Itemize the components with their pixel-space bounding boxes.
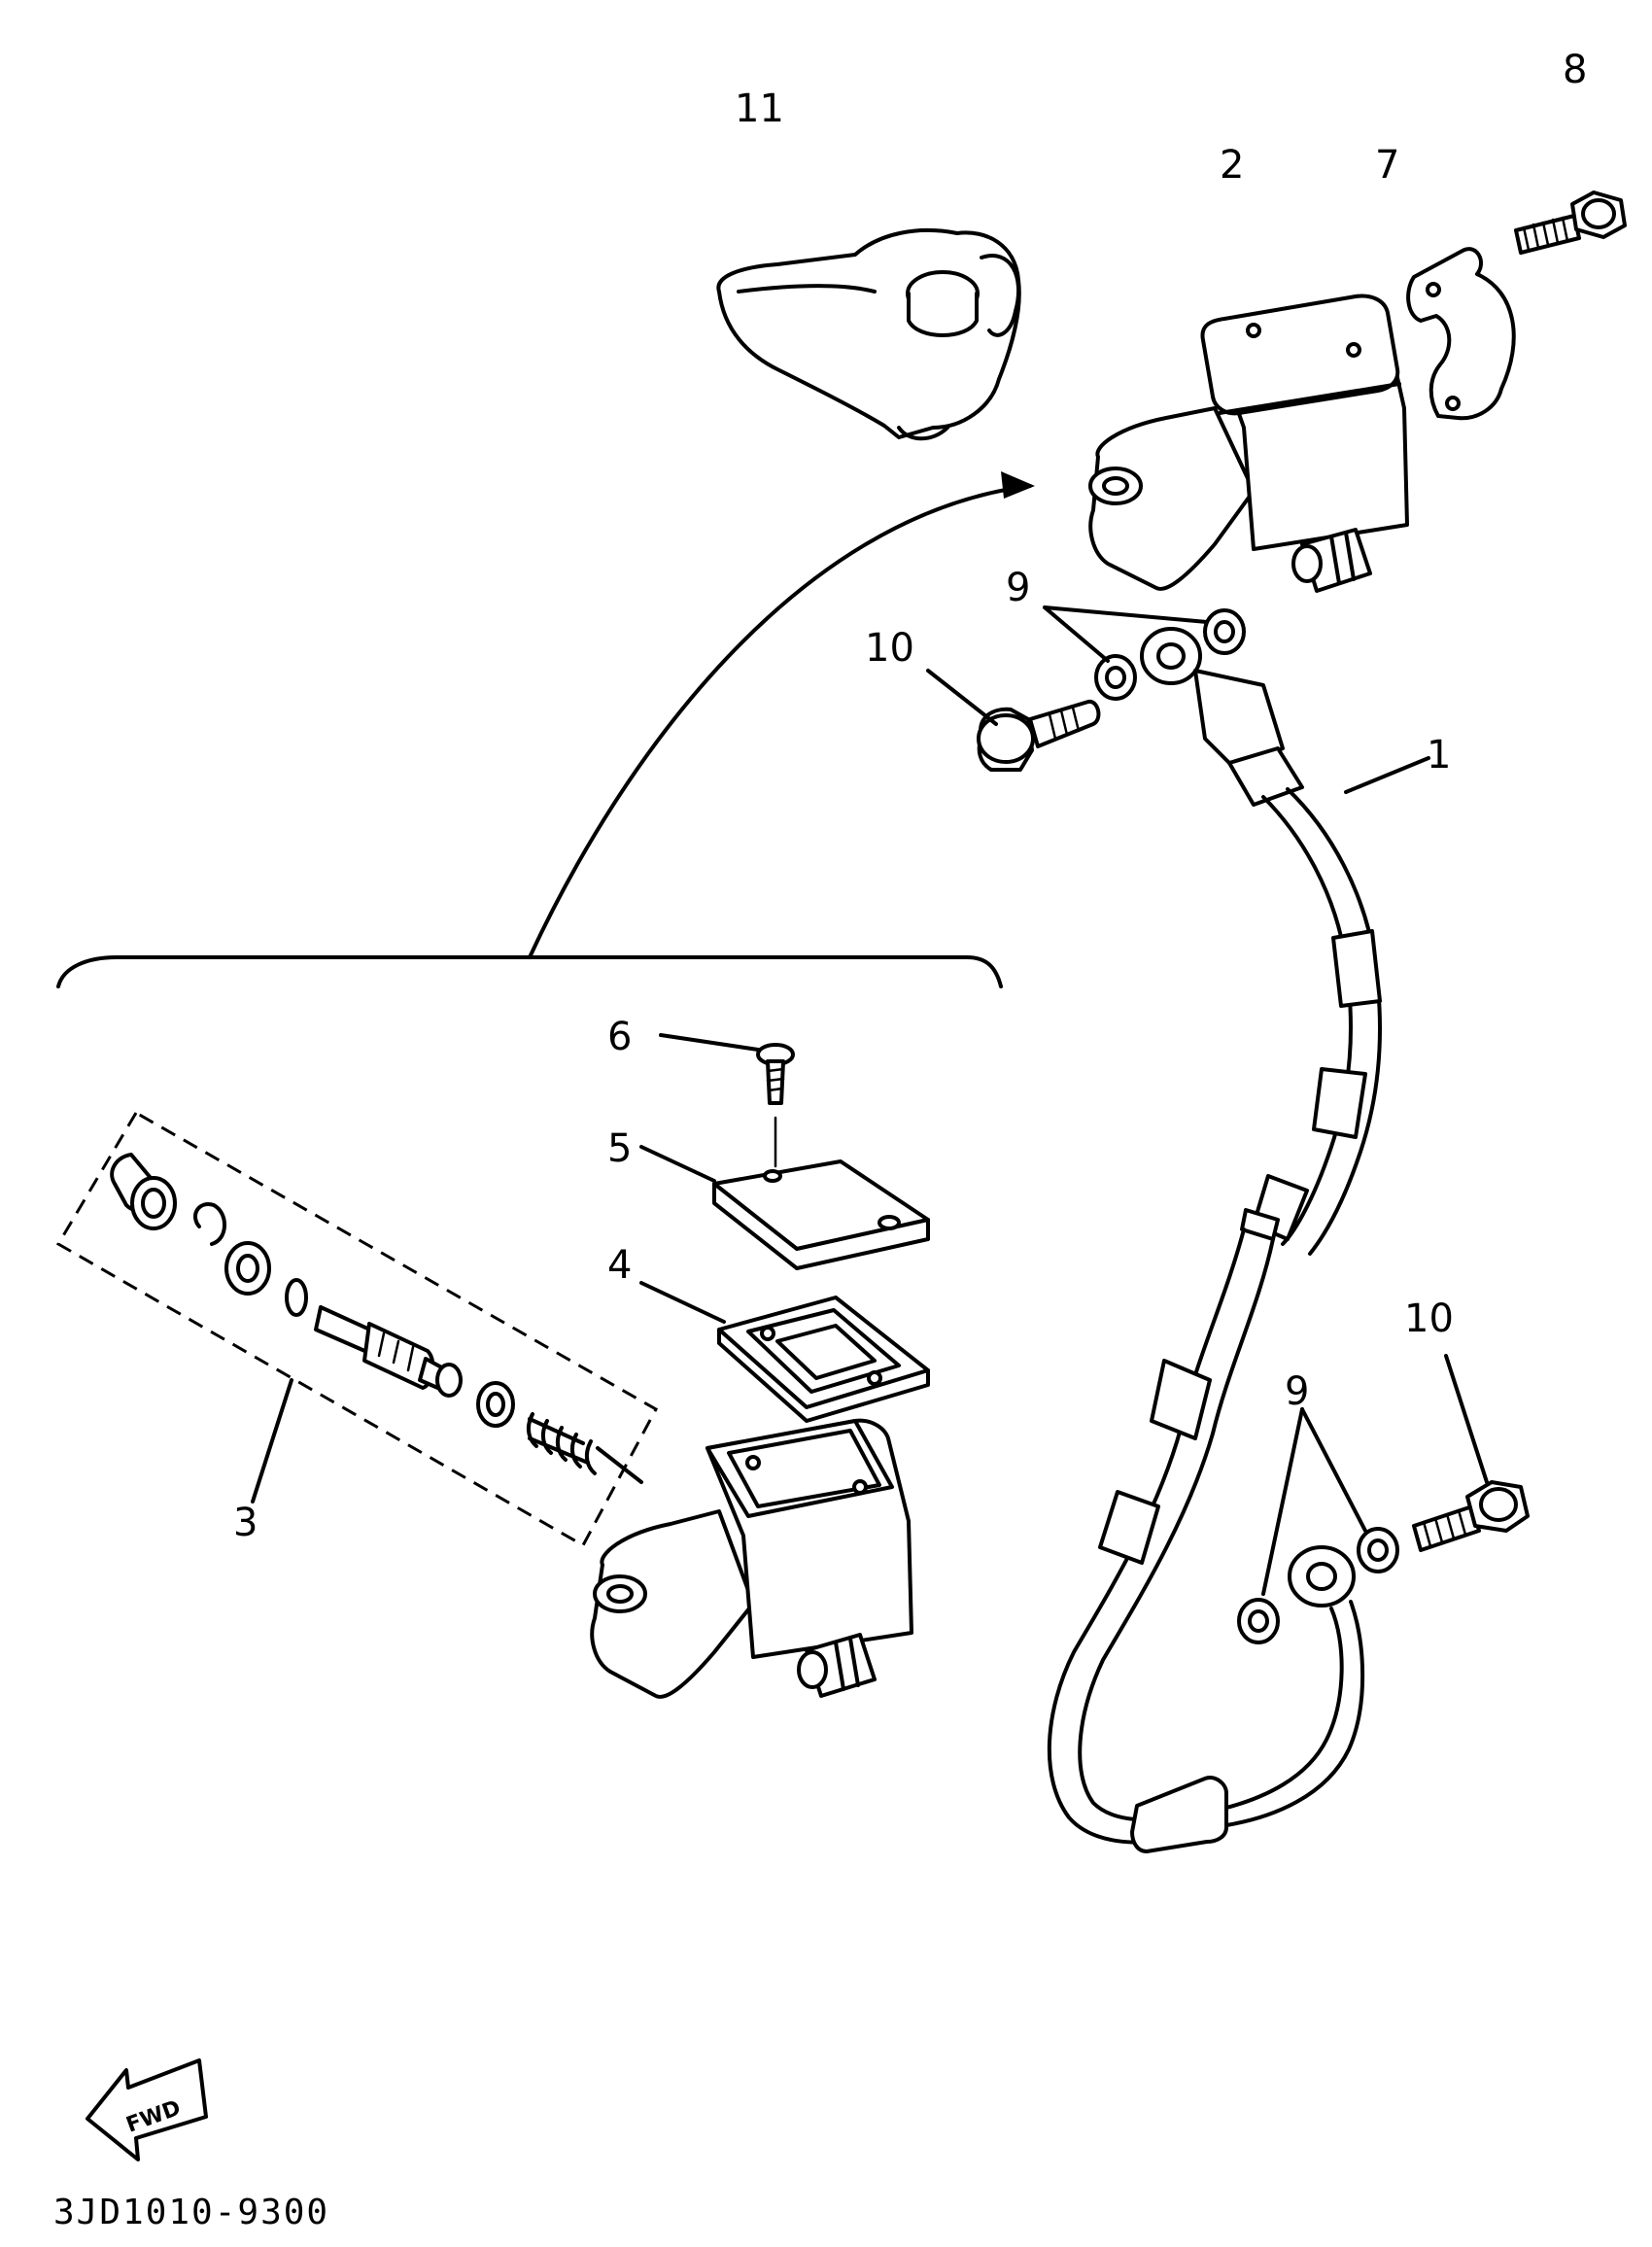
callout-9-lower: 9 xyxy=(1285,1369,1309,1414)
part-2-master-cylinder xyxy=(528,294,1409,959)
callout-10-lower: 10 xyxy=(1404,1296,1454,1341)
part-7-clamp-holder xyxy=(1406,247,1516,421)
callout-9-upper: 9 xyxy=(1006,566,1030,610)
callout-1: 1 xyxy=(1427,733,1451,778)
part-3-piston-kit xyxy=(55,1110,659,1548)
part-9-washers-upper xyxy=(1043,605,1246,701)
part-11-lever-cover xyxy=(716,227,1021,441)
part-1-brake-hose xyxy=(1047,627,1430,1853)
part-5-cap-plate xyxy=(639,1145,930,1270)
callout-11: 11 xyxy=(735,86,784,131)
fwd-direction-arrow: FWD xyxy=(86,2058,208,2161)
callout-6: 6 xyxy=(607,1015,632,1059)
callout-7: 7 xyxy=(1375,143,1399,188)
callout-10-upper: 10 xyxy=(865,626,914,671)
callout-2: 2 xyxy=(1220,143,1244,188)
detail-bracket xyxy=(56,955,1003,988)
part-8-clamp-bolt xyxy=(1514,190,1627,255)
callout-4: 4 xyxy=(607,1243,632,1288)
part-6-screw xyxy=(659,1033,795,1168)
part-9-washers-lower xyxy=(1237,1407,1399,1644)
callout-5: 5 xyxy=(607,1126,632,1171)
master-cylinder-body-detail xyxy=(590,1418,913,1699)
callout-3: 3 xyxy=(233,1501,258,1545)
part-10-union-bolt-lower xyxy=(1412,1354,1530,1552)
part-4-diaphragm xyxy=(639,1281,930,1423)
diagram-code: 3JD1010-9300 xyxy=(53,2193,329,2232)
part-10-union-bolt-upper xyxy=(926,669,1101,772)
callout-8: 8 xyxy=(1563,48,1587,92)
